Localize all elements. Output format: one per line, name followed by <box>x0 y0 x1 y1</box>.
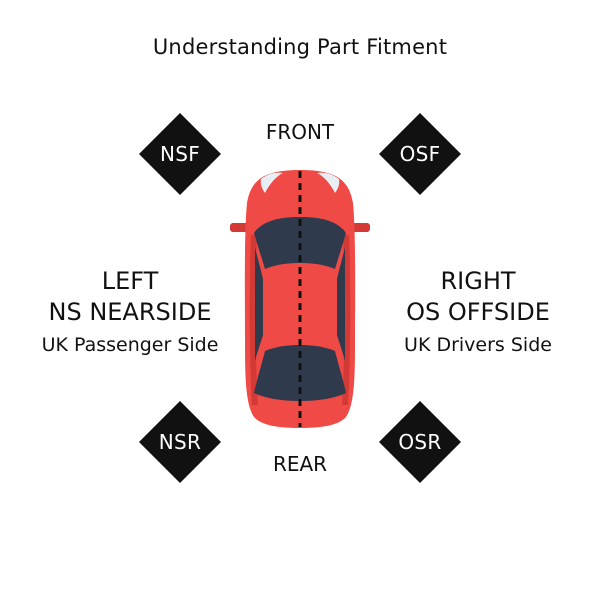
osr-label: OSR <box>398 430 442 454</box>
right-side-info: RIGHT OS OFFSIDE UK Drivers Side <box>358 266 598 362</box>
right-heading: RIGHT <box>440 267 516 295</box>
left-side-info: LEFT NS NEARSIDE UK Passenger Side <box>10 266 250 362</box>
nearside-label: NS NEARSIDE <box>48 298 212 326</box>
drivers-side-label: UK Drivers Side <box>404 334 552 356</box>
osr-badge: OSR <box>370 392 470 492</box>
left-side-window <box>255 247 263 361</box>
page-title: Understanding Part Fitment <box>152 35 448 59</box>
right-side-window <box>337 247 345 361</box>
left-headlight <box>260 172 283 193</box>
nsr-badge: NSR <box>130 392 230 492</box>
left-heading: LEFT <box>101 267 159 295</box>
right-side-shade <box>342 235 351 405</box>
osf-label: OSF <box>399 142 441 166</box>
nsf-badge: NSF <box>130 104 230 204</box>
front-label: FRONT <box>265 120 335 144</box>
rear-window <box>254 345 346 401</box>
passenger-side-label: UK Passenger Side <box>41 334 219 356</box>
left-side-shade <box>249 235 258 405</box>
rear-label: REAR <box>272 452 328 476</box>
right-headlight <box>317 172 340 193</box>
osf-badge: OSF <box>370 104 470 204</box>
car-top-view-icon <box>230 170 370 428</box>
nsf-label: NSF <box>159 142 201 166</box>
offside-label: OS OFFSIDE <box>406 298 550 326</box>
nsr-label: NSR <box>158 430 202 454</box>
